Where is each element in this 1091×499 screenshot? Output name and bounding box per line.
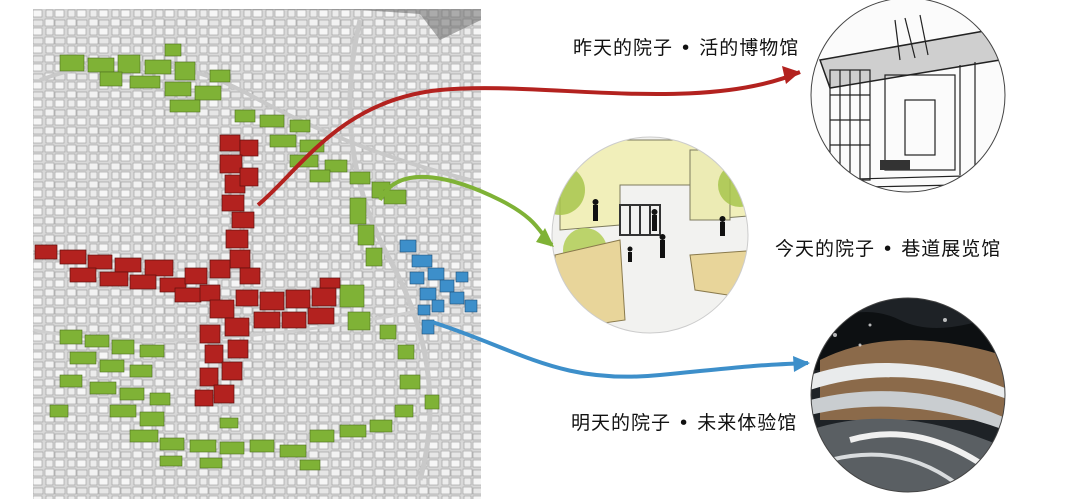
red-arrowhead [782,66,800,84]
circle-frame [810,0,1006,193]
red-buildings [34,134,341,407]
aerial-map [32,9,481,499]
courtyard-exhibition-illustration-icon [552,137,748,333]
blue-arrowhead [793,356,810,372]
green-arrowhead [536,228,554,247]
blue-buildings [399,239,478,335]
label-today: 今天的院子 • 巷道展览馆 [775,238,1002,260]
circle-frame [551,136,749,334]
map-road [347,19,433,481]
blue-arrow [431,320,809,379]
circle-frame [810,297,1006,493]
green-buildings [49,43,440,471]
green-arrow [378,175,554,247]
map-background [33,9,481,499]
map-dark-area [33,9,481,40]
label-yesterday: 昨天的院子 • 活的博物馆 [573,37,800,59]
red-arrow [256,70,801,207]
label-tomorrow: 明天的院子 • 未来体验馆 [571,412,798,434]
